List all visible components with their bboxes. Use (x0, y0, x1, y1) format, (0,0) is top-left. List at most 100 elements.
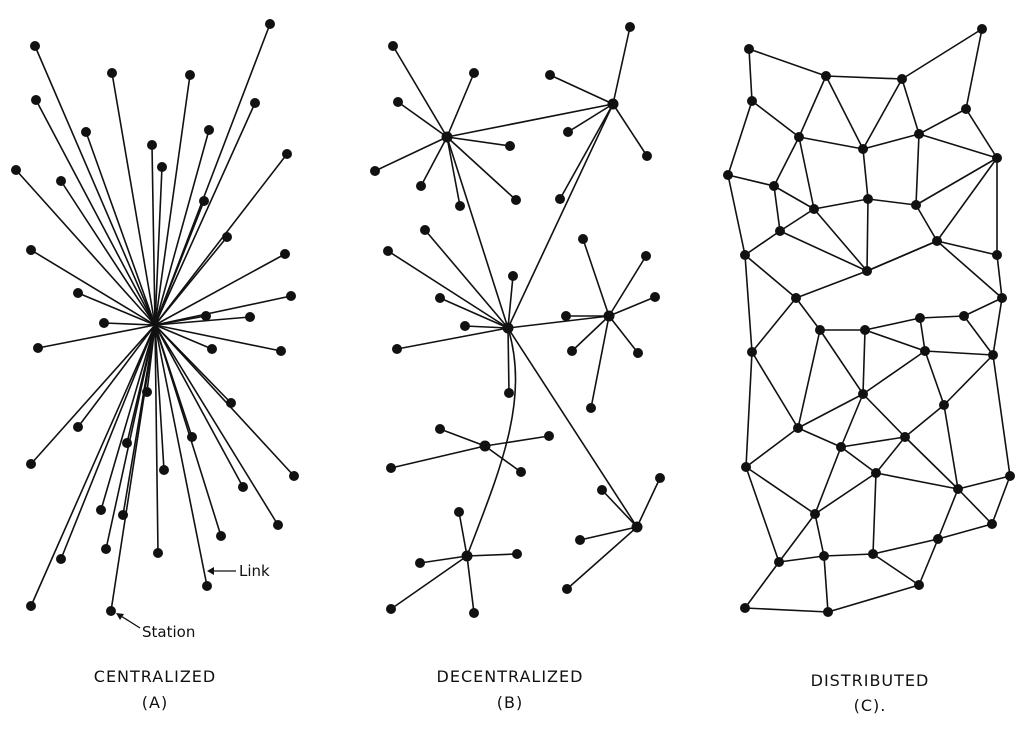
station (862, 266, 872, 276)
link (943, 354, 994, 406)
link (797, 427, 842, 448)
link (996, 254, 1003, 299)
link (154, 324, 295, 477)
station (147, 140, 157, 150)
station (286, 291, 296, 301)
link (918, 538, 939, 586)
station (977, 24, 987, 34)
link (608, 296, 656, 317)
hub-station (479, 440, 491, 452)
station (723, 170, 733, 180)
distributed-network (723, 24, 1015, 617)
station (122, 438, 132, 448)
caption-distributed: DISTRIBUTED (811, 671, 930, 690)
link (744, 607, 829, 613)
station (204, 125, 214, 135)
link (901, 78, 920, 135)
link (154, 102, 256, 326)
hub-link (466, 327, 517, 557)
link (419, 555, 468, 564)
station (420, 225, 430, 235)
link (814, 472, 877, 515)
station-label: Station (142, 623, 195, 641)
station (460, 321, 470, 331)
link (484, 435, 550, 447)
station (578, 234, 588, 244)
caption-centralized: CENTRALIZED (94, 667, 216, 686)
station (56, 176, 66, 186)
link (825, 75, 903, 80)
station (741, 462, 751, 472)
link (823, 555, 829, 613)
station (650, 292, 660, 302)
link (458, 511, 468, 557)
station (107, 68, 117, 78)
hub-link (446, 103, 614, 138)
link (773, 136, 800, 187)
link (154, 324, 208, 587)
link (904, 436, 959, 490)
station (454, 507, 464, 517)
link (154, 324, 279, 526)
link (34, 45, 156, 326)
link (965, 108, 998, 159)
station (597, 485, 607, 495)
station (289, 471, 299, 481)
link (795, 297, 821, 331)
link (466, 555, 475, 614)
link (963, 315, 994, 356)
link (549, 74, 614, 105)
station (774, 557, 784, 567)
link (798, 136, 864, 150)
station (157, 162, 167, 172)
link-label: Link (239, 562, 270, 580)
link (727, 100, 753, 176)
link (15, 169, 156, 326)
link-annotation: Link (207, 562, 270, 580)
link (154, 324, 165, 471)
station (56, 554, 66, 564)
station (961, 104, 971, 114)
link (778, 513, 816, 563)
station (997, 293, 1007, 303)
link (30, 324, 156, 607)
link (446, 72, 475, 138)
hub-station (603, 310, 615, 322)
station (1005, 471, 1015, 481)
link (862, 393, 906, 438)
link (85, 131, 156, 326)
station (641, 251, 651, 261)
link (466, 553, 518, 557)
station (185, 70, 195, 80)
station (392, 344, 402, 354)
link (77, 292, 156, 326)
link (919, 315, 965, 319)
station (747, 96, 757, 106)
link (813, 198, 869, 210)
station (199, 196, 209, 206)
station (159, 465, 169, 475)
link (943, 404, 959, 490)
link (374, 136, 448, 172)
station (545, 70, 555, 80)
link (507, 327, 510, 394)
station (836, 442, 846, 452)
link (957, 488, 993, 525)
link (904, 404, 945, 438)
link (30, 324, 156, 465)
station (793, 423, 803, 433)
station (250, 98, 260, 108)
link (154, 153, 288, 326)
station (933, 534, 943, 544)
station (562, 584, 572, 594)
station (504, 388, 514, 398)
link (991, 475, 1011, 525)
station (625, 22, 635, 32)
station (273, 520, 283, 530)
station (939, 400, 949, 410)
link (992, 297, 1003, 356)
link (566, 526, 638, 590)
station (821, 71, 831, 81)
link (866, 240, 938, 272)
link (992, 354, 1011, 477)
